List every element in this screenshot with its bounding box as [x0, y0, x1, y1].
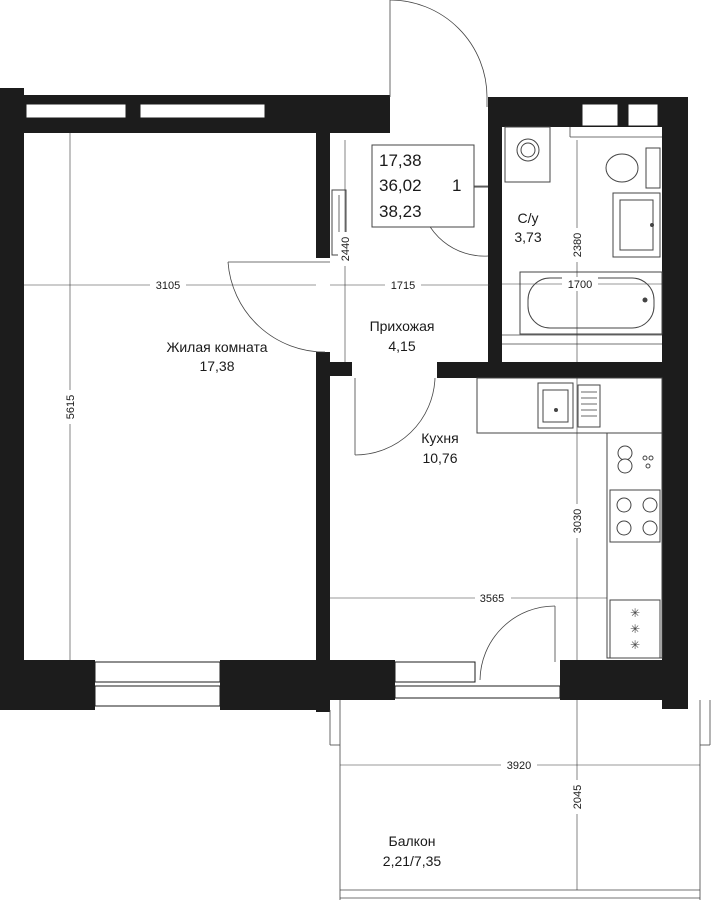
svg-text:✳: ✳: [630, 622, 640, 636]
doors: [227, 0, 556, 681]
balcony-area: 2,21/7,35: [383, 853, 442, 869]
kitchen-area: 10,76: [422, 450, 457, 466]
total-with-balcony-value: 38,23: [379, 202, 422, 221]
dim-kitchen-width: 3565: [480, 593, 504, 605]
living-room-area: 17,38: [199, 358, 234, 374]
kitchen-fixtures: ✳ ✳ ✳: [476, 377, 663, 659]
dim-living-height: 5615: [65, 395, 77, 419]
dim-kitchen-height: 3030: [572, 509, 584, 533]
dimension-labels: 3105 1715 1700 3565 3920 5615 2440 2380 …: [63, 228, 598, 814]
dimension-lines: [24, 133, 700, 890]
area-summary-table: 17,38 36,02 38,23 1: [371, 144, 488, 228]
rooms-count: 1: [452, 176, 461, 195]
partitions: [502, 127, 662, 345]
windows: [25, 103, 659, 707]
dim-balcony-width: 3920: [507, 760, 531, 772]
dim-balcony-depth: 2045: [572, 785, 584, 809]
living-room-name: Жилая комната: [166, 339, 267, 355]
svg-text:✳: ✳: [630, 638, 640, 652]
dim-bath-height: 2380: [572, 233, 584, 257]
living-area-value: 17,38: [379, 151, 422, 170]
dim-hall-width: 1715: [391, 280, 415, 292]
hallway-name: Прихожая: [370, 318, 435, 334]
balcony-outline: [329, 700, 711, 900]
bathroom-area: 3,73: [514, 229, 541, 245]
dim-bath-width: 1700: [568, 279, 592, 291]
svg-text:✳: ✳: [630, 606, 640, 620]
balcony-name: Балкон: [389, 833, 436, 849]
total-area-value: 36,02: [379, 176, 422, 195]
kitchen-name: Кухня: [421, 430, 458, 446]
bathroom-name: С/у: [518, 210, 539, 226]
hallway-area: 4,15: [388, 338, 415, 354]
walls: [0, 88, 688, 712]
dim-living-width: 3105: [156, 280, 180, 292]
dim-hall-height: 2440: [340, 237, 352, 261]
room-labels: Жилая комната 17,38 Прихожая 4,15 С/у 3,…: [166, 210, 541, 869]
